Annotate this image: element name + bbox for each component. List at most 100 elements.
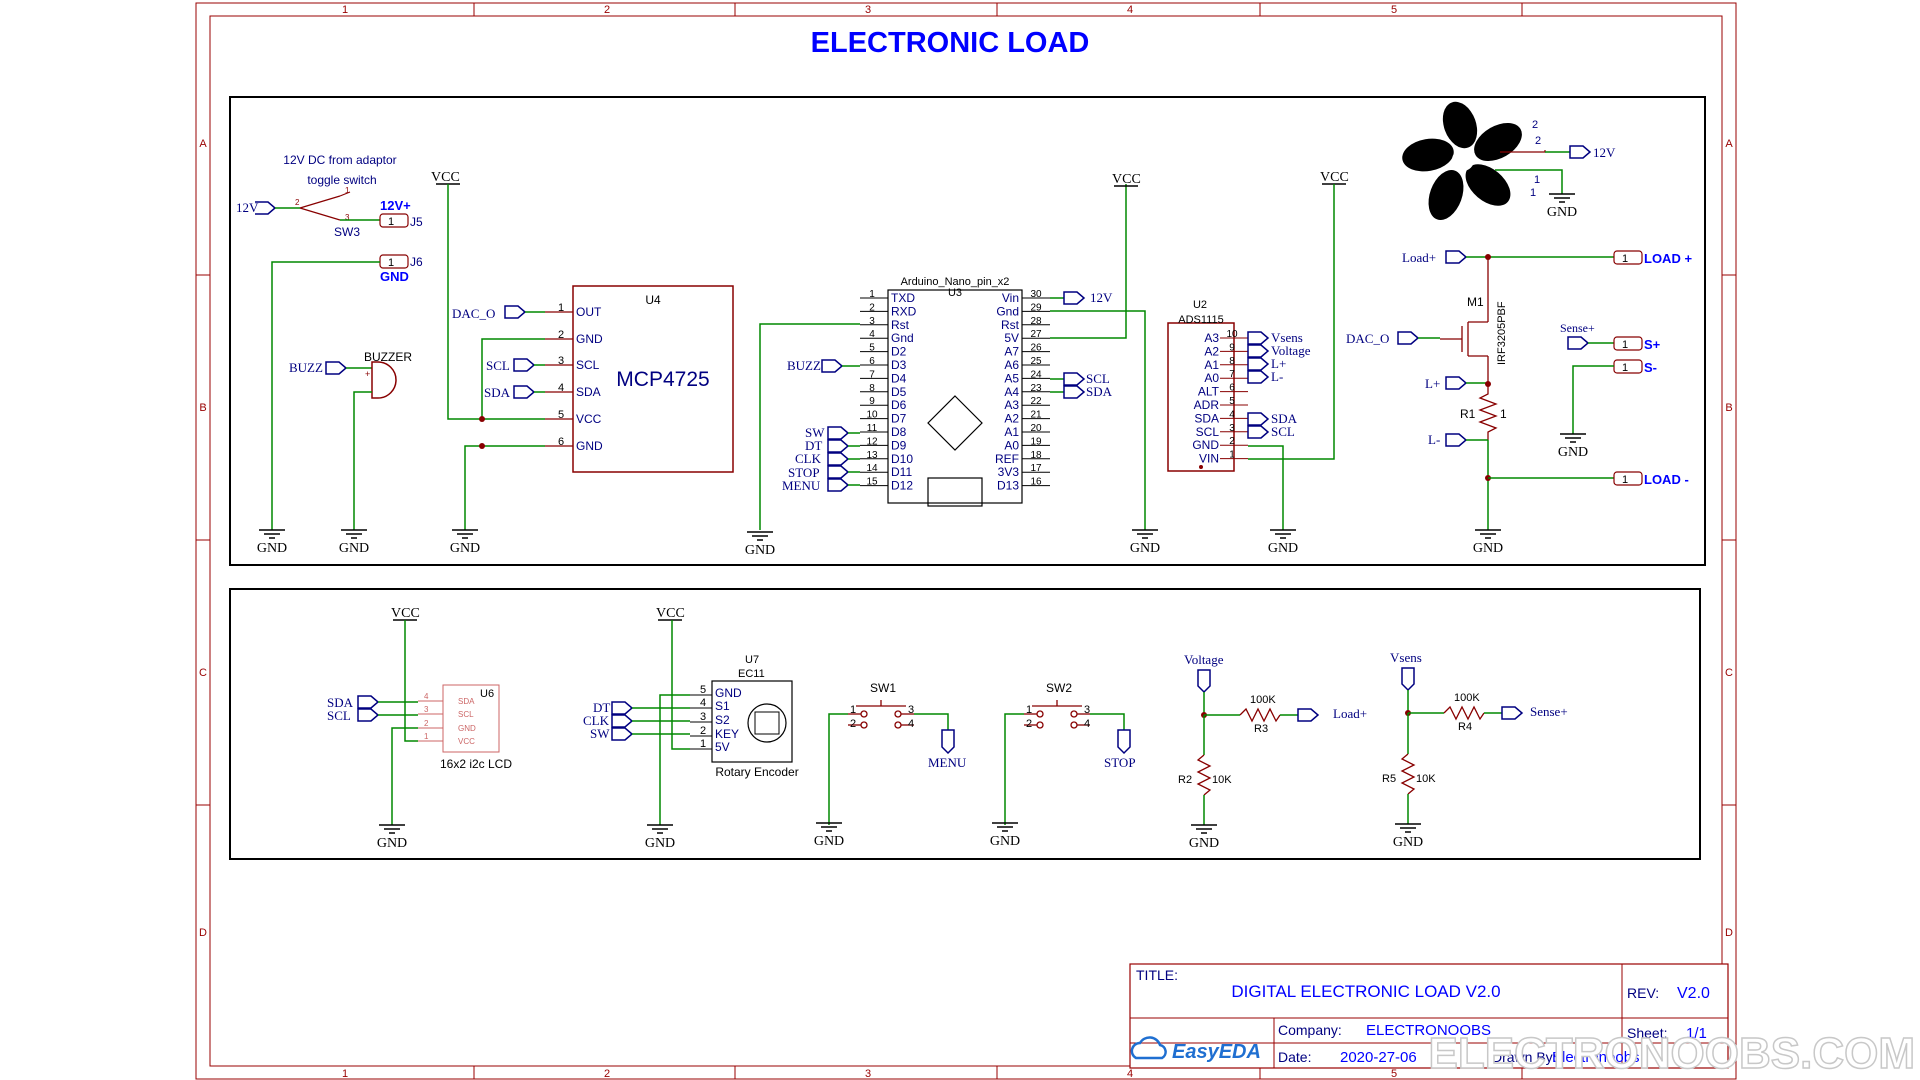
row-label: D (1725, 927, 1733, 939)
conn-pin: 1 (1622, 253, 1628, 265)
adc-pin-name: A2 (1204, 344, 1219, 358)
adc-voltage-net: Voltage (1271, 343, 1311, 358)
nano-pin-name: A4 (1004, 385, 1019, 399)
r1-ref: R1 (1460, 407, 1476, 421)
nano-pin-num: 18 (1030, 450, 1042, 461)
pin-num: 6 (558, 436, 564, 448)
vcc-label: VCC (431, 170, 460, 185)
s-minus-connector: S- (1644, 360, 1657, 375)
sw3-ref: SW3 (334, 225, 360, 239)
lcd-label: 16x2 i2c LCD (440, 757, 512, 771)
lcd-scl-net: SCL (327, 708, 351, 723)
nano-pin-num: 28 (1030, 316, 1042, 327)
col-label: 2 (604, 4, 610, 16)
mosfet-ref: M1 (1467, 295, 1484, 309)
enc-dt-net: DT (593, 700, 610, 715)
adc-sda-net: SDA (1271, 411, 1298, 426)
mosfet-load: Load+ 1 LOAD + M1 IRF3205PBF DAC_O L+ R1… (1346, 250, 1692, 530)
row-label: C (1725, 667, 1733, 679)
input-block: 12V DC from adaptor toggle switch 12V 2 … (236, 153, 423, 530)
sw3-pin: 2 (295, 198, 300, 207)
pin-num: 4 (558, 382, 564, 394)
nano-pin-name: D8 (891, 425, 907, 439)
fan-pin: 1 (1534, 174, 1540, 186)
pin-num: 3 (558, 355, 564, 367)
row-label: A (199, 138, 207, 150)
enc-clk-net: CLK (583, 713, 610, 728)
ground-icon: GND (1473, 529, 1503, 556)
col-label: 3 (865, 4, 871, 16)
div2-out-net: Sense+ (1530, 704, 1568, 719)
sw2-pin: 1 (1026, 704, 1032, 716)
pin-num: 2 (558, 329, 564, 341)
gnd-label: GND (1473, 541, 1503, 556)
lcd-body (442, 684, 500, 753)
col-label: 3 (865, 1068, 871, 1080)
title-block: TITLE: DIGITAL ELECTRONIC LOAD V2.0 REV:… (1129, 963, 1729, 1069)
nano-stop-net: STOP (788, 465, 820, 480)
connector-load-plus (1613, 250, 1643, 265)
gnd-label: GND (1268, 541, 1298, 556)
j5-label: 12V+ (380, 198, 411, 213)
adc-pin-num: 1 (1229, 450, 1235, 461)
nano-pin-name: D12 (891, 479, 913, 493)
encoder-label: Rotary Encoder (715, 765, 798, 779)
j5-ref: J5 (410, 215, 423, 229)
sw1-pin: 2 (850, 718, 856, 730)
r3-ref: R3 (1254, 723, 1268, 735)
nano-menu-net: MENU (782, 478, 821, 493)
nano-pin-num: 2 (869, 302, 875, 313)
nano-pin-num: 11 (867, 423, 878, 434)
col-label: 4 (1127, 4, 1133, 16)
enc-pin-name: S1 (715, 699, 730, 713)
date-label: Date: (1278, 1049, 1311, 1065)
page-title: ELECTRONIC LOAD (811, 27, 1090, 59)
nano-pin-name: REF (995, 452, 1019, 466)
adc-pin-num: 7 (1229, 369, 1235, 380)
col-label: 2 (604, 1068, 610, 1080)
nano-pin-num: 10 (866, 410, 878, 421)
gnd-label: GND (1558, 445, 1588, 460)
encoder-ref: U7 (745, 654, 759, 666)
r4-resistor (1443, 705, 1485, 721)
nano-pin-num: 12 (866, 436, 878, 447)
net-12v-label: 12V (236, 200, 259, 215)
ground-icon: GND (257, 529, 287, 556)
nano-pin-num: 22 (1030, 396, 1042, 407)
connector-s-plus (1613, 336, 1643, 351)
adc-pin-num: 10 (1226, 329, 1238, 340)
lcd-sda-net: SDA (327, 695, 354, 710)
divider-voltage: Voltage 100K R3 Load+ R2 10K (1178, 652, 1367, 825)
r1-resistor (1478, 384, 1498, 440)
gnd-label: GND (1547, 205, 1577, 220)
divider-vsens: Vsens 100K R4 Sense+ R5 10K (1382, 650, 1568, 824)
gnd-label: GND (339, 541, 369, 556)
title-label: TITLE: (1136, 967, 1178, 983)
nano-pin-num: 27 (1030, 329, 1042, 340)
adc-pin-name: ADR (1194, 398, 1220, 412)
adc-lplus-net: L+ (1271, 356, 1286, 371)
adc-pin-name: GND (1192, 438, 1219, 452)
drawn-value: Electronoobs (1552, 1049, 1640, 1066)
switch-sw2: SW2 1 3 2 4 STOP (1004, 681, 1136, 825)
ground-icon: GND (990, 822, 1020, 849)
r3-val: 100K (1250, 694, 1276, 706)
conn-pin: 1 (1622, 474, 1628, 486)
dac-mcp4725: U4 MCP4725 OUT GND SCL SDA VCC GND 1 2 3… (431, 170, 734, 530)
row-label: D (199, 927, 207, 939)
connector-load-minus (1613, 471, 1643, 486)
r5-resistor (1400, 753, 1416, 795)
adaptor-note: 12V DC from adaptor (283, 153, 396, 167)
nano-pin-name: D5 (891, 385, 907, 399)
gnd-label: GND (377, 836, 407, 851)
date-value: 2020-27-06 (1340, 1049, 1417, 1066)
adc-pin-name: A1 (1204, 358, 1219, 372)
ground-icon: GND (745, 531, 775, 558)
nano-pin-name: Rst (1001, 318, 1020, 332)
adc-pin-num: 2 (1229, 436, 1235, 447)
switch-sw3 (299, 191, 351, 221)
nano-pin-name: 5V (1004, 331, 1019, 345)
nano-pin-num: 5 (869, 343, 875, 354)
